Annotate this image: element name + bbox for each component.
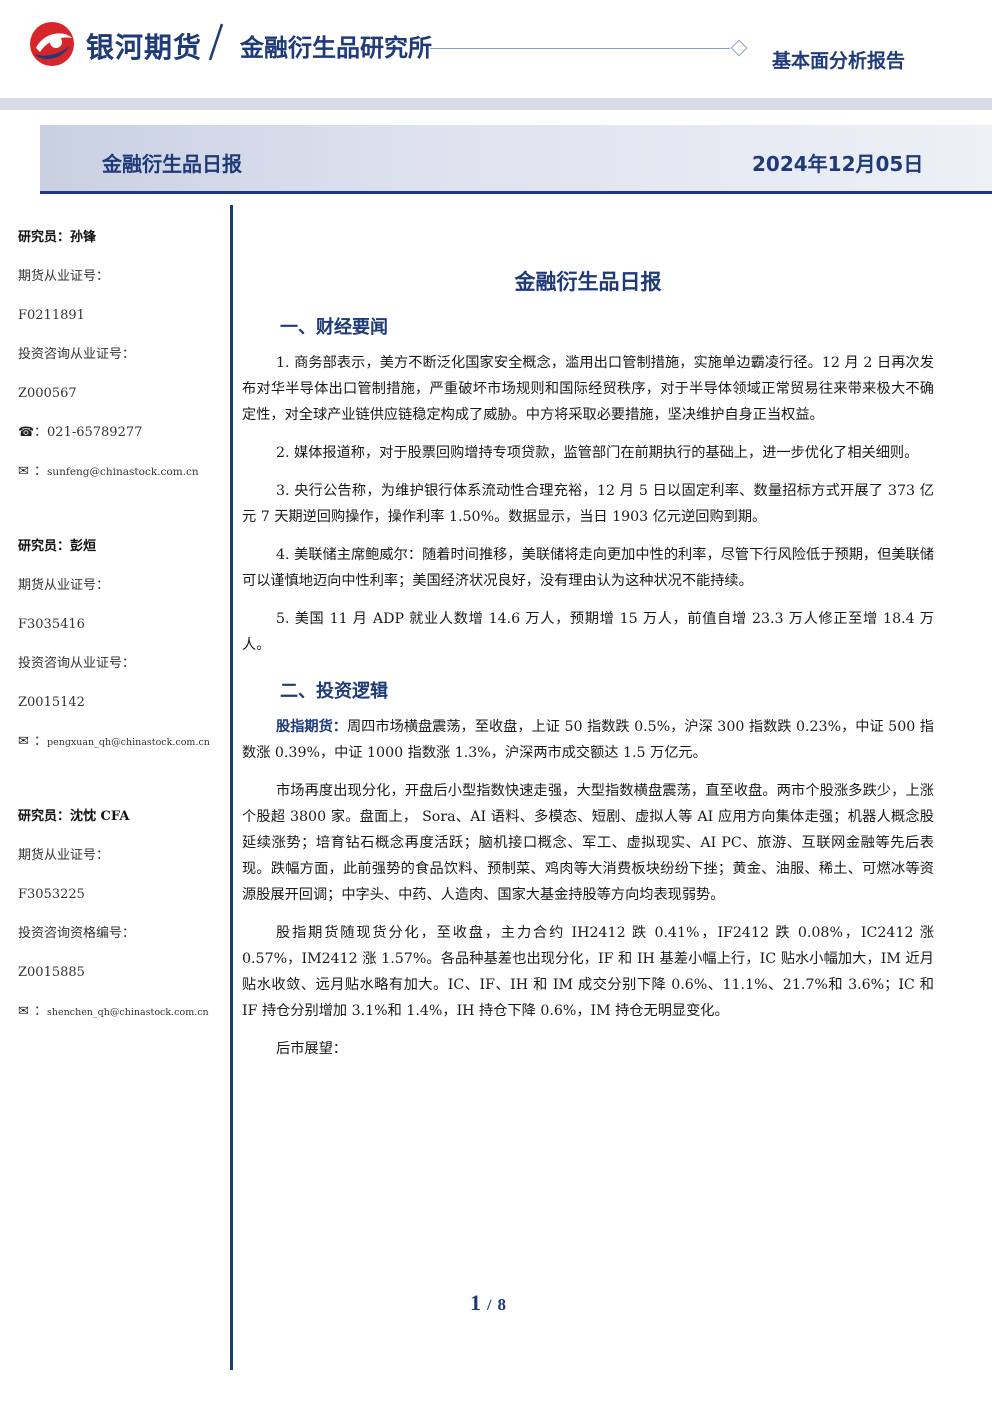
section-heading-news: 一、财经要闻 <box>280 317 388 338</box>
header-decor-line <box>430 48 730 49</box>
email-row: ✉ ：pengxuan_qh@chinastock.com.cn <box>18 732 226 771</box>
phone-row: ☎：021-65789277 <box>18 423 226 462</box>
researcher-name: 研究员：彭烜 <box>18 539 97 554</box>
researcher-card: 研究员：沈忱 CFA 期货从业证号： F3053225 投资咨询资格编号： Z0… <box>18 807 226 1041</box>
researcher-card: 研究员：孙锋 期货从业证号： F0211891 投资咨询从业证号： Z00056… <box>18 228 226 501</box>
mail-icon: ✉ <box>18 464 29 479</box>
phone-number: 021-65789277 <box>47 425 143 440</box>
title-banner-underline <box>40 191 992 194</box>
sidebar-divider <box>230 205 233 1370</box>
logic-paragraph: 后市展望： <box>276 1041 347 1057</box>
news-item: 2. 媒体报道称，对于股票回购增持专项贷款，监管部门在前期执行的基础上，进一步优… <box>276 445 919 461</box>
banner-date: 2024年12月05日 <box>752 152 924 176</box>
researcher-card: 研究员：彭烜 期货从业证号： F3035416 投资咨询从业证号： Z00151… <box>18 537 226 771</box>
consult-cert-label: 投资咨询从业证号： <box>18 656 136 671</box>
logic-label: 股指期货： <box>276 719 347 735</box>
document-title: 金融衍生品日报 <box>514 270 662 294</box>
logic-paragraph: 市场再度出现分化，开盘后小型指数快速走强，大型指数横盘震荡，直至收盘。两市个股涨… <box>242 783 934 903</box>
header-slash-divider <box>208 23 224 61</box>
section-heading-logic: 二、投资逻辑 <box>280 681 388 702</box>
phone-icon: ☎ <box>18 425 35 440</box>
consult-cert-label: 投资咨询从业证号： <box>18 347 136 362</box>
header-band <box>0 98 992 110</box>
news-item: 1. 商务部表示，美方不断泛化国家安全概念，滥用出口管制措施，实施单边霸凌行径。… <box>242 355 934 423</box>
logic-paragraph: 股指期货随现货分化，至收盘，主力合约 IH2412 跌 0.41%，IF2412… <box>242 925 934 1019</box>
page-current: 1 <box>470 1290 481 1315</box>
consult-cert-number: Z0015142 <box>18 695 85 710</box>
researcher-name: 研究员：孙锋 <box>18 230 97 245</box>
institute-name: 金融衍生品研究所 <box>240 34 432 62</box>
phone-colon: ： <box>34 425 48 440</box>
consult-cert-label: 投资咨询资格编号： <box>18 926 136 941</box>
email-colon: ： <box>34 734 48 749</box>
futures-cert-label: 期货从业证号： <box>18 848 110 863</box>
email-address[interactable]: pengxuan_qh@chinastock.com.cn <box>47 737 210 748</box>
futures-cert-number: F0211891 <box>18 308 85 323</box>
mail-icon: ✉ <box>18 1004 29 1019</box>
banner-title: 金融衍生品日报 <box>102 152 242 176</box>
mail-icon: ✉ <box>18 734 29 749</box>
email-address[interactable]: shenchen_qh@chinastock.com.cn <box>47 1007 209 1018</box>
news-item: 3. 央行公告称，为维护银行体系流动性合理充裕，12 月 5 日以固定利率、数量… <box>242 483 934 525</box>
page-header: 银河期货 金融衍生品研究所 基本面分析报告 <box>0 0 992 110</box>
logic-text: 周四市场横盘震荡，至收盘，上证 50 指数跌 0.5%，沪深 300 指数跌 0… <box>242 719 934 761</box>
researcher-name: 研究员：沈忱 CFA <box>18 809 130 824</box>
futures-cert-number: F3053225 <box>18 887 85 902</box>
page-number: 1 / 8 <box>470 1290 506 1316</box>
header-diamond-icon <box>730 39 748 57</box>
page-separator: / <box>487 1297 492 1314</box>
futures-cert-label: 期货从业证号： <box>18 269 110 284</box>
researcher-sidebar: 研究员：孙锋 期货从业证号： F0211891 投资咨询从业证号： Z00056… <box>18 228 226 1041</box>
email-row: ✉ ：sunfeng@chinastock.com.cn <box>18 462 226 501</box>
page-total: 8 <box>497 1295 506 1314</box>
consult-cert-number: Z0015885 <box>18 965 85 980</box>
main-content: 金融衍生品日报 一、财经要闻 1. 商务部表示，美方不断泛化国家安全概念，滥用出… <box>242 262 934 1074</box>
brand-name: 银河期货 <box>86 31 203 64</box>
news-item: 5. 美国 11 月 ADP 就业人数增 14.6 万人，预期增 15 万人，前… <box>242 611 934 653</box>
email-row: ✉ ：shenchen_qh@chinastock.com.cn <box>18 1002 226 1041</box>
futures-cert-number: F3035416 <box>18 617 85 632</box>
logic-paragraph: 股指期货：周四市场横盘震荡，至收盘，上证 50 指数跌 0.5%，沪深 300 … <box>242 714 934 766</box>
email-colon: ： <box>34 1004 48 1019</box>
email-address[interactable]: sunfeng@chinastock.com.cn <box>47 466 199 478</box>
report-type: 基本面分析报告 <box>772 50 906 72</box>
galaxy-futures-logo-icon <box>30 22 74 66</box>
consult-cert-number: Z000567 <box>18 386 77 401</box>
news-item: 4. 美联储主席鲍威尔：随着时间推移，美联储将走向更加中性的利率，尽管下行风险低… <box>242 547 934 589</box>
email-colon: ： <box>34 464 48 479</box>
futures-cert-label: 期货从业证号： <box>18 578 110 593</box>
title-banner <box>40 125 992 191</box>
